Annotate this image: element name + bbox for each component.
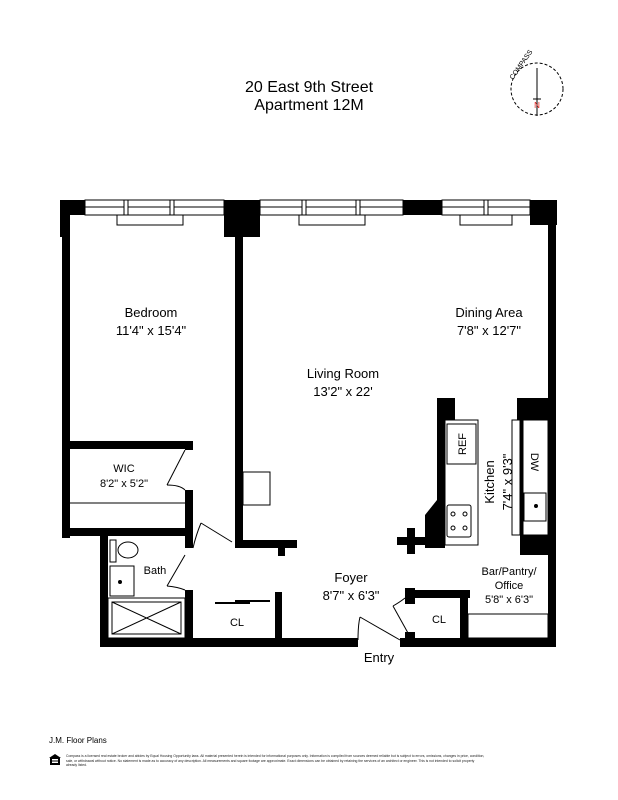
walls — [60, 200, 557, 647]
closet-name: CL — [432, 614, 446, 626]
wic-name: WIC — [113, 463, 134, 475]
equal-housing-icon — [49, 754, 61, 765]
doors — [166, 449, 409, 641]
dining-name: Dining Area — [455, 305, 523, 320]
address-title: 20 East 9th Street — [245, 79, 374, 96]
disclaimer-text: Compass is a licensed real estate broker… — [66, 754, 485, 768]
bedroom-dims: 11'4" x 15'4" — [116, 323, 187, 338]
wic-dims: 8'2" x 5'2" — [100, 478, 148, 490]
compass-letters: COMPASS — [509, 49, 535, 82]
kitchen-name: Kitchen — [482, 460, 497, 503]
refrigerator — [446, 423, 477, 465]
stove-icon — [446, 504, 472, 538]
bar-name-1: Bar/Pantry/ — [481, 566, 537, 578]
closet-name: CL — [230, 617, 244, 629]
bedroom-name: Bedroom — [125, 305, 178, 320]
ref-label: REF — [457, 433, 469, 455]
brand-label: J.M. Floor Plans — [49, 736, 107, 745]
fixtures — [70, 419, 549, 639]
living-dims: 13'2" x 22' — [313, 384, 372, 399]
bar-name-2: Office — [495, 580, 524, 592]
foyer-name: Foyer — [334, 570, 368, 585]
bath-name: Bath — [144, 565, 167, 577]
dw-label: DW — [528, 453, 540, 472]
living-name: Living Room — [307, 366, 379, 381]
kitchen-counter-right — [511, 419, 521, 536]
dining-dims: 7'8" x 12'7" — [457, 323, 521, 338]
kitchen-dims: 7'4" x 9'3" — [500, 453, 515, 510]
toilet-icon — [117, 541, 139, 559]
apartment-title: Apartment 12M — [254, 97, 363, 114]
entry-label: Entry — [364, 650, 395, 665]
bar-dims: 5'8" x 6'3" — [485, 594, 533, 606]
windows — [84, 199, 531, 226]
bath-sink-icon — [109, 565, 135, 597]
compass-icon: N COMPASS — [509, 49, 564, 116]
north-label: N — [534, 101, 540, 110]
foyer-dims: 8'7" x 6'3" — [323, 588, 380, 603]
